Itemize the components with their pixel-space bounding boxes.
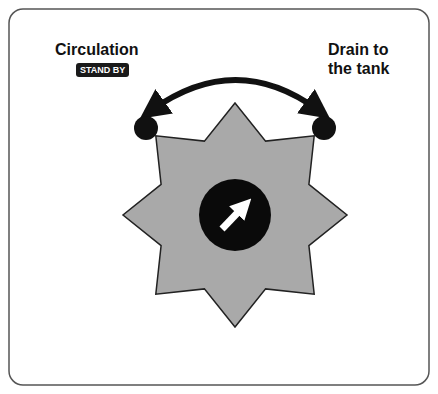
- status-badge: STAND BY: [76, 63, 129, 77]
- position-label: Drain to the tank: [328, 40, 408, 78]
- position-dot: [134, 116, 158, 140]
- badge-text: STAND BY: [80, 64, 125, 76]
- position-dot: [312, 116, 336, 140]
- valve-knob: [123, 103, 347, 327]
- position-label: Circulation: [55, 40, 139, 59]
- knob-center: [199, 179, 271, 251]
- frame-border: [9, 9, 429, 385]
- pointer-arrow: [222, 206, 244, 229]
